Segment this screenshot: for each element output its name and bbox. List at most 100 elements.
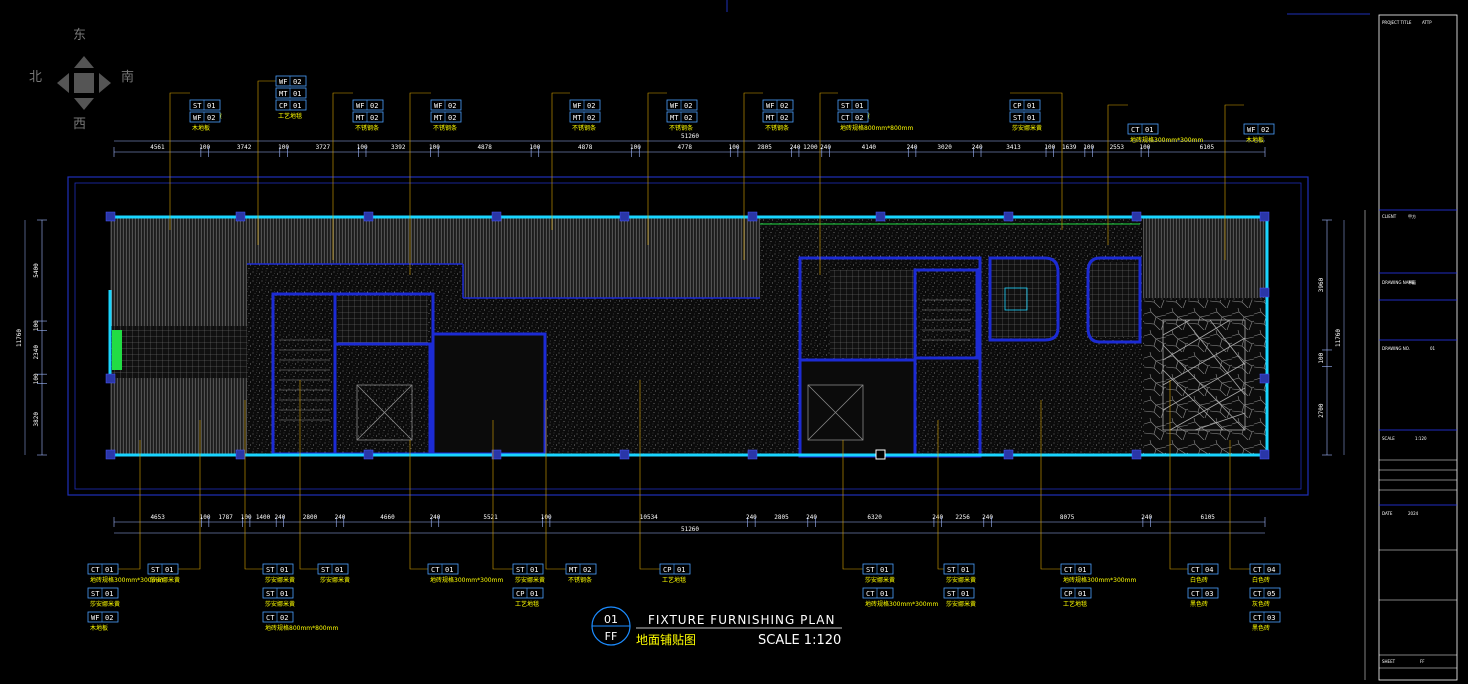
material-description: 不锈钢条: [355, 124, 379, 132]
top-overall-dim: 51260: [681, 133, 699, 140]
title-chinese: 地面铺贴图: [636, 633, 696, 647]
material-description: 工艺地毯: [662, 576, 686, 584]
material-number: 02: [370, 102, 378, 110]
top-dim-label: 3727: [316, 144, 331, 151]
tb-sheet-label: SHEET: [1382, 659, 1396, 664]
wood-floor-strip-1: [247, 218, 463, 264]
material-code: CT: [1064, 566, 1073, 574]
tb-client-value: 甲方: [1408, 213, 1416, 219]
leader-line: [257, 80, 276, 245]
material-code: MT: [766, 114, 775, 122]
top-dim-label: 100: [199, 144, 210, 151]
material-number: 04: [1267, 566, 1275, 574]
cursor-marker: [875, 449, 886, 460]
material-description: 地砖规格300mm*300mm: [1130, 136, 1203, 144]
title-number: 01: [604, 613, 618, 626]
material-description: 地砖规格300mm*300mm: [865, 600, 938, 608]
material-number: 02: [684, 102, 692, 110]
tb-project-label: PROJECT TITLE: [1382, 20, 1412, 25]
material-description: 不锈钢条: [568, 576, 592, 584]
right-dim-label: 2700: [1318, 403, 1325, 418]
leader-line: [1229, 440, 1250, 570]
material-number: 02: [448, 114, 456, 122]
material-description: 工艺地毯: [1063, 600, 1087, 608]
top-dim-label: 3413: [1006, 144, 1021, 151]
material-code: ST: [841, 102, 850, 110]
material-tag-box: [1249, 563, 1281, 575]
leader-line: [819, 92, 838, 275]
material-description: 木地板: [1246, 136, 1264, 144]
material-code: MT: [670, 114, 679, 122]
material-description: 莎安娜米黄: [946, 600, 976, 608]
material-description: 地砖规格300mm*300mm: [430, 576, 503, 584]
left-overall-dim: 11760: [16, 329, 23, 347]
material-number: 01: [1078, 566, 1086, 574]
material-tag-box: [1249, 611, 1281, 623]
material-number: 01: [105, 566, 113, 574]
bottom-dim-label: 6320: [867, 514, 882, 521]
material-code: WF: [193, 114, 201, 122]
material-code: CP: [516, 590, 524, 598]
left-dim-label: 100: [33, 373, 40, 384]
material-code: WF: [1247, 126, 1255, 134]
material-tag-box: [189, 111, 221, 123]
material-number: 01: [207, 102, 215, 110]
material-code: CT: [1253, 590, 1262, 598]
material-code: CP: [279, 102, 287, 110]
tb-scale-label: SCALE: [1382, 436, 1395, 441]
material-code: CP: [663, 566, 671, 574]
top-dim-label: 240: [820, 144, 831, 151]
material-code: MT: [356, 114, 365, 122]
leader-line: [1224, 104, 1244, 260]
material-description: 地砖规格300mm*300mm: [90, 576, 163, 584]
leader-line: [743, 92, 763, 260]
top-dim-label: 100: [530, 144, 541, 151]
tb-drawing-no-label: DRAWING NO.: [1382, 346, 1410, 351]
tb-name-value: 平面: [1408, 280, 1416, 285]
elevator-boxes: [356, 287, 1028, 441]
floor-plan: [105, 211, 1270, 460]
leader-line: [332, 92, 353, 260]
material-description: 地砖规格300mm*300mm: [1063, 576, 1136, 584]
material-code: ST: [1013, 114, 1022, 122]
material-code: ST: [151, 566, 160, 574]
grid-tile-left: [110, 326, 247, 378]
material-description: 灰色砖: [1252, 600, 1270, 608]
material-number: 01: [280, 566, 288, 574]
material-description: 白色砖: [1190, 576, 1208, 584]
material-tag-box: [1127, 123, 1159, 135]
material-code: ST: [91, 590, 100, 598]
material-number: 02: [293, 78, 301, 86]
leader-line: [88, 440, 141, 570]
leader-line: [639, 380, 660, 570]
material-number: 02: [684, 114, 692, 122]
leader-line: [551, 92, 570, 230]
material-tag-box: [837, 111, 869, 123]
leader-line: [1169, 380, 1188, 570]
material-tag-box: [317, 563, 349, 575]
grid-tile-right: [990, 258, 1056, 338]
title-scale: SCALE 1:120: [758, 633, 841, 648]
material-tag-box: [1009, 99, 1041, 111]
material-tag-box: [87, 587, 119, 599]
bottom-dim-label: 240: [335, 514, 346, 521]
title-english: FIXTURE FURNISHING PLAN: [648, 613, 836, 627]
material-tag-box: [512, 587, 544, 599]
material-tag-box: [352, 99, 384, 111]
bottom-dim-label: 1787: [218, 514, 233, 521]
material-number: 04: [1205, 566, 1213, 574]
right-dim-label: 3960: [1318, 277, 1325, 292]
wood-floor-left-top: [110, 218, 247, 326]
leader-line: [1010, 92, 1063, 230]
material-tag-box: [943, 563, 975, 575]
material-code: CT: [866, 590, 875, 598]
